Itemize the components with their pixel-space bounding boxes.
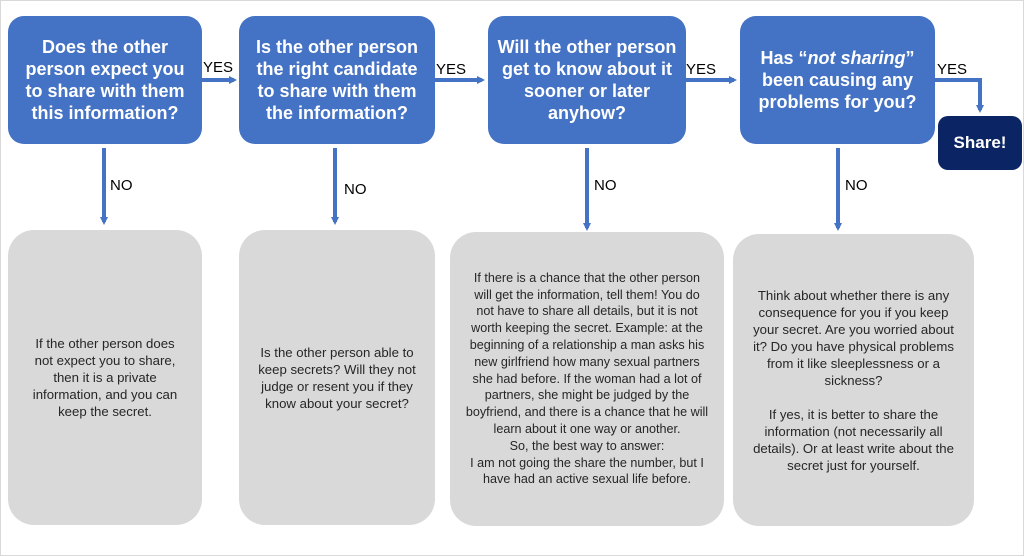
- question-box-4: Has “not sharing” been causing any probl…: [740, 16, 935, 144]
- note-text-2: Is the other person able to keep secrets…: [258, 344, 416, 411]
- question-text-4-emphasis: not sharing: [807, 48, 906, 68]
- question-box-2: Is the other person the right candidate …: [239, 16, 435, 144]
- yes-label-4: YES: [937, 61, 968, 78]
- question-text-4-post: ” been causing any problems for you?: [758, 48, 917, 112]
- question-box-3: Will the other person get to know about …: [488, 16, 686, 144]
- no-label-1: NO: [110, 177, 133, 194]
- question-box-1: Does the other person expect you to shar…: [8, 16, 202, 144]
- yes-label-1: YES: [203, 59, 234, 76]
- note-box-2: Is the other person able to keep secrets…: [239, 230, 435, 525]
- question-text-3: Will the other person get to know about …: [497, 37, 677, 123]
- note-text-1: If the other person does not expect you …: [32, 336, 178, 419]
- note-text-4: Think about whether there is any consequ…: [753, 287, 954, 473]
- question-text-4-pre: Has “: [760, 48, 808, 68]
- note-text-3: If there is a chance that the other pers…: [465, 270, 709, 487]
- no-label-4: NO: [845, 177, 868, 194]
- note-box-1: If the other person does not expect you …: [8, 230, 202, 525]
- yes-label-2: YES: [436, 61, 467, 78]
- question-text-2: Is the other person the right candidate …: [255, 37, 419, 123]
- no-label-2: NO: [344, 181, 367, 198]
- question-text-1: Does the other person expect you to shar…: [25, 37, 185, 123]
- question-text-4: Has “not sharing” been causing any probl…: [748, 47, 927, 113]
- no-label-3: NO: [594, 177, 617, 194]
- note-box-3: If there is a chance that the other pers…: [450, 232, 724, 526]
- share-label: Share!: [953, 133, 1007, 152]
- note-box-4: Think about whether there is any consequ…: [733, 234, 974, 526]
- yes-label-3: YES: [686, 61, 717, 78]
- arrow-q4-to-share: [935, 78, 984, 113]
- share-box: Share!: [938, 116, 1022, 170]
